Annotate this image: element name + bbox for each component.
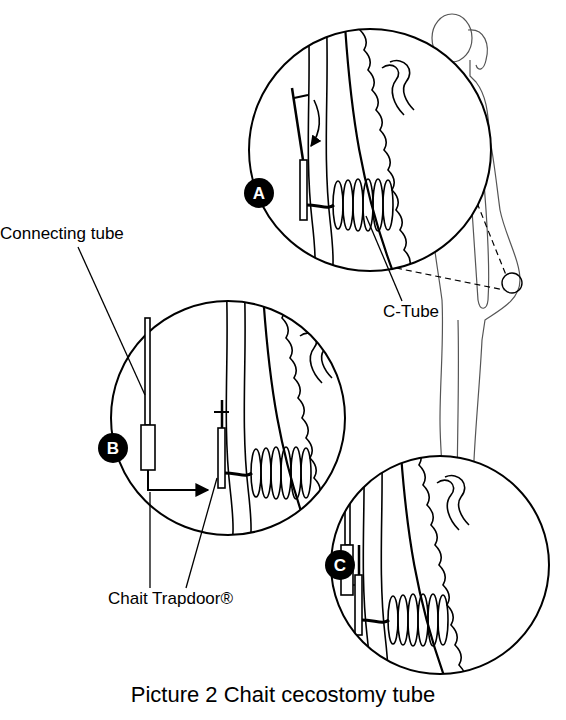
figure-caption: Picture 2 Chait cecostomy tube: [0, 682, 566, 708]
panel-letter: C: [334, 557, 346, 574]
trapdoor-lid: [292, 88, 303, 160]
panel-badge: B: [98, 433, 128, 463]
motion-arrow: [311, 100, 319, 146]
trapdoor-lid: [294, 95, 308, 98]
trapdoor-plate: [300, 160, 307, 220]
tube-line: [345, 458, 350, 545]
part-label: C-Tube: [383, 302, 439, 322]
trapdoor-plate: [355, 575, 362, 635]
part-label: Connecting tube: [0, 224, 124, 244]
leader-line: [78, 247, 145, 395]
part-label: Chait Trapdoor®: [108, 589, 233, 609]
trapdoor-lid: [214, 411, 229, 413]
zoom-line: [396, 268, 504, 290]
panel-circle: [249, 29, 491, 271]
connecting-tube: [141, 318, 208, 490]
leader-line: [186, 478, 217, 588]
trapdoor-lid: [358, 545, 361, 575]
tube-link: [353, 584, 355, 586]
panel-badge: A: [244, 178, 274, 208]
trapdoor-lid: [221, 400, 224, 428]
panel-letter: B: [107, 440, 119, 457]
trapdoor-connected: [341, 458, 362, 635]
leader-line: [366, 216, 402, 301]
tube-line: [145, 318, 150, 425]
site-marker: [502, 273, 522, 293]
panel-circle: [331, 456, 549, 674]
trapdoor-closed: [214, 400, 229, 488]
badge-circle: [244, 178, 274, 208]
badge-circle: [98, 433, 128, 463]
cross-section: [361, 425, 469, 705]
panel-circle: [111, 301, 345, 535]
leader-line: [149, 492, 150, 588]
cross-section: [224, 278, 332, 558]
panel-content: [341, 425, 469, 705]
panel-badge: C: [325, 550, 355, 580]
tube-adapter: [141, 425, 155, 470]
panel-content: [292, 10, 414, 290]
cross-section: [306, 10, 414, 290]
panel-letter: A: [253, 185, 265, 202]
panel-circle: [111, 301, 345, 535]
tube-tip: [148, 470, 208, 490]
panel-content: [214, 278, 332, 558]
leader-lines: [78, 216, 402, 588]
ponytail: [468, 30, 487, 69]
badge-circle: [325, 550, 355, 580]
trapdoor-open: [292, 88, 319, 220]
trapdoor-plate: [218, 428, 225, 488]
